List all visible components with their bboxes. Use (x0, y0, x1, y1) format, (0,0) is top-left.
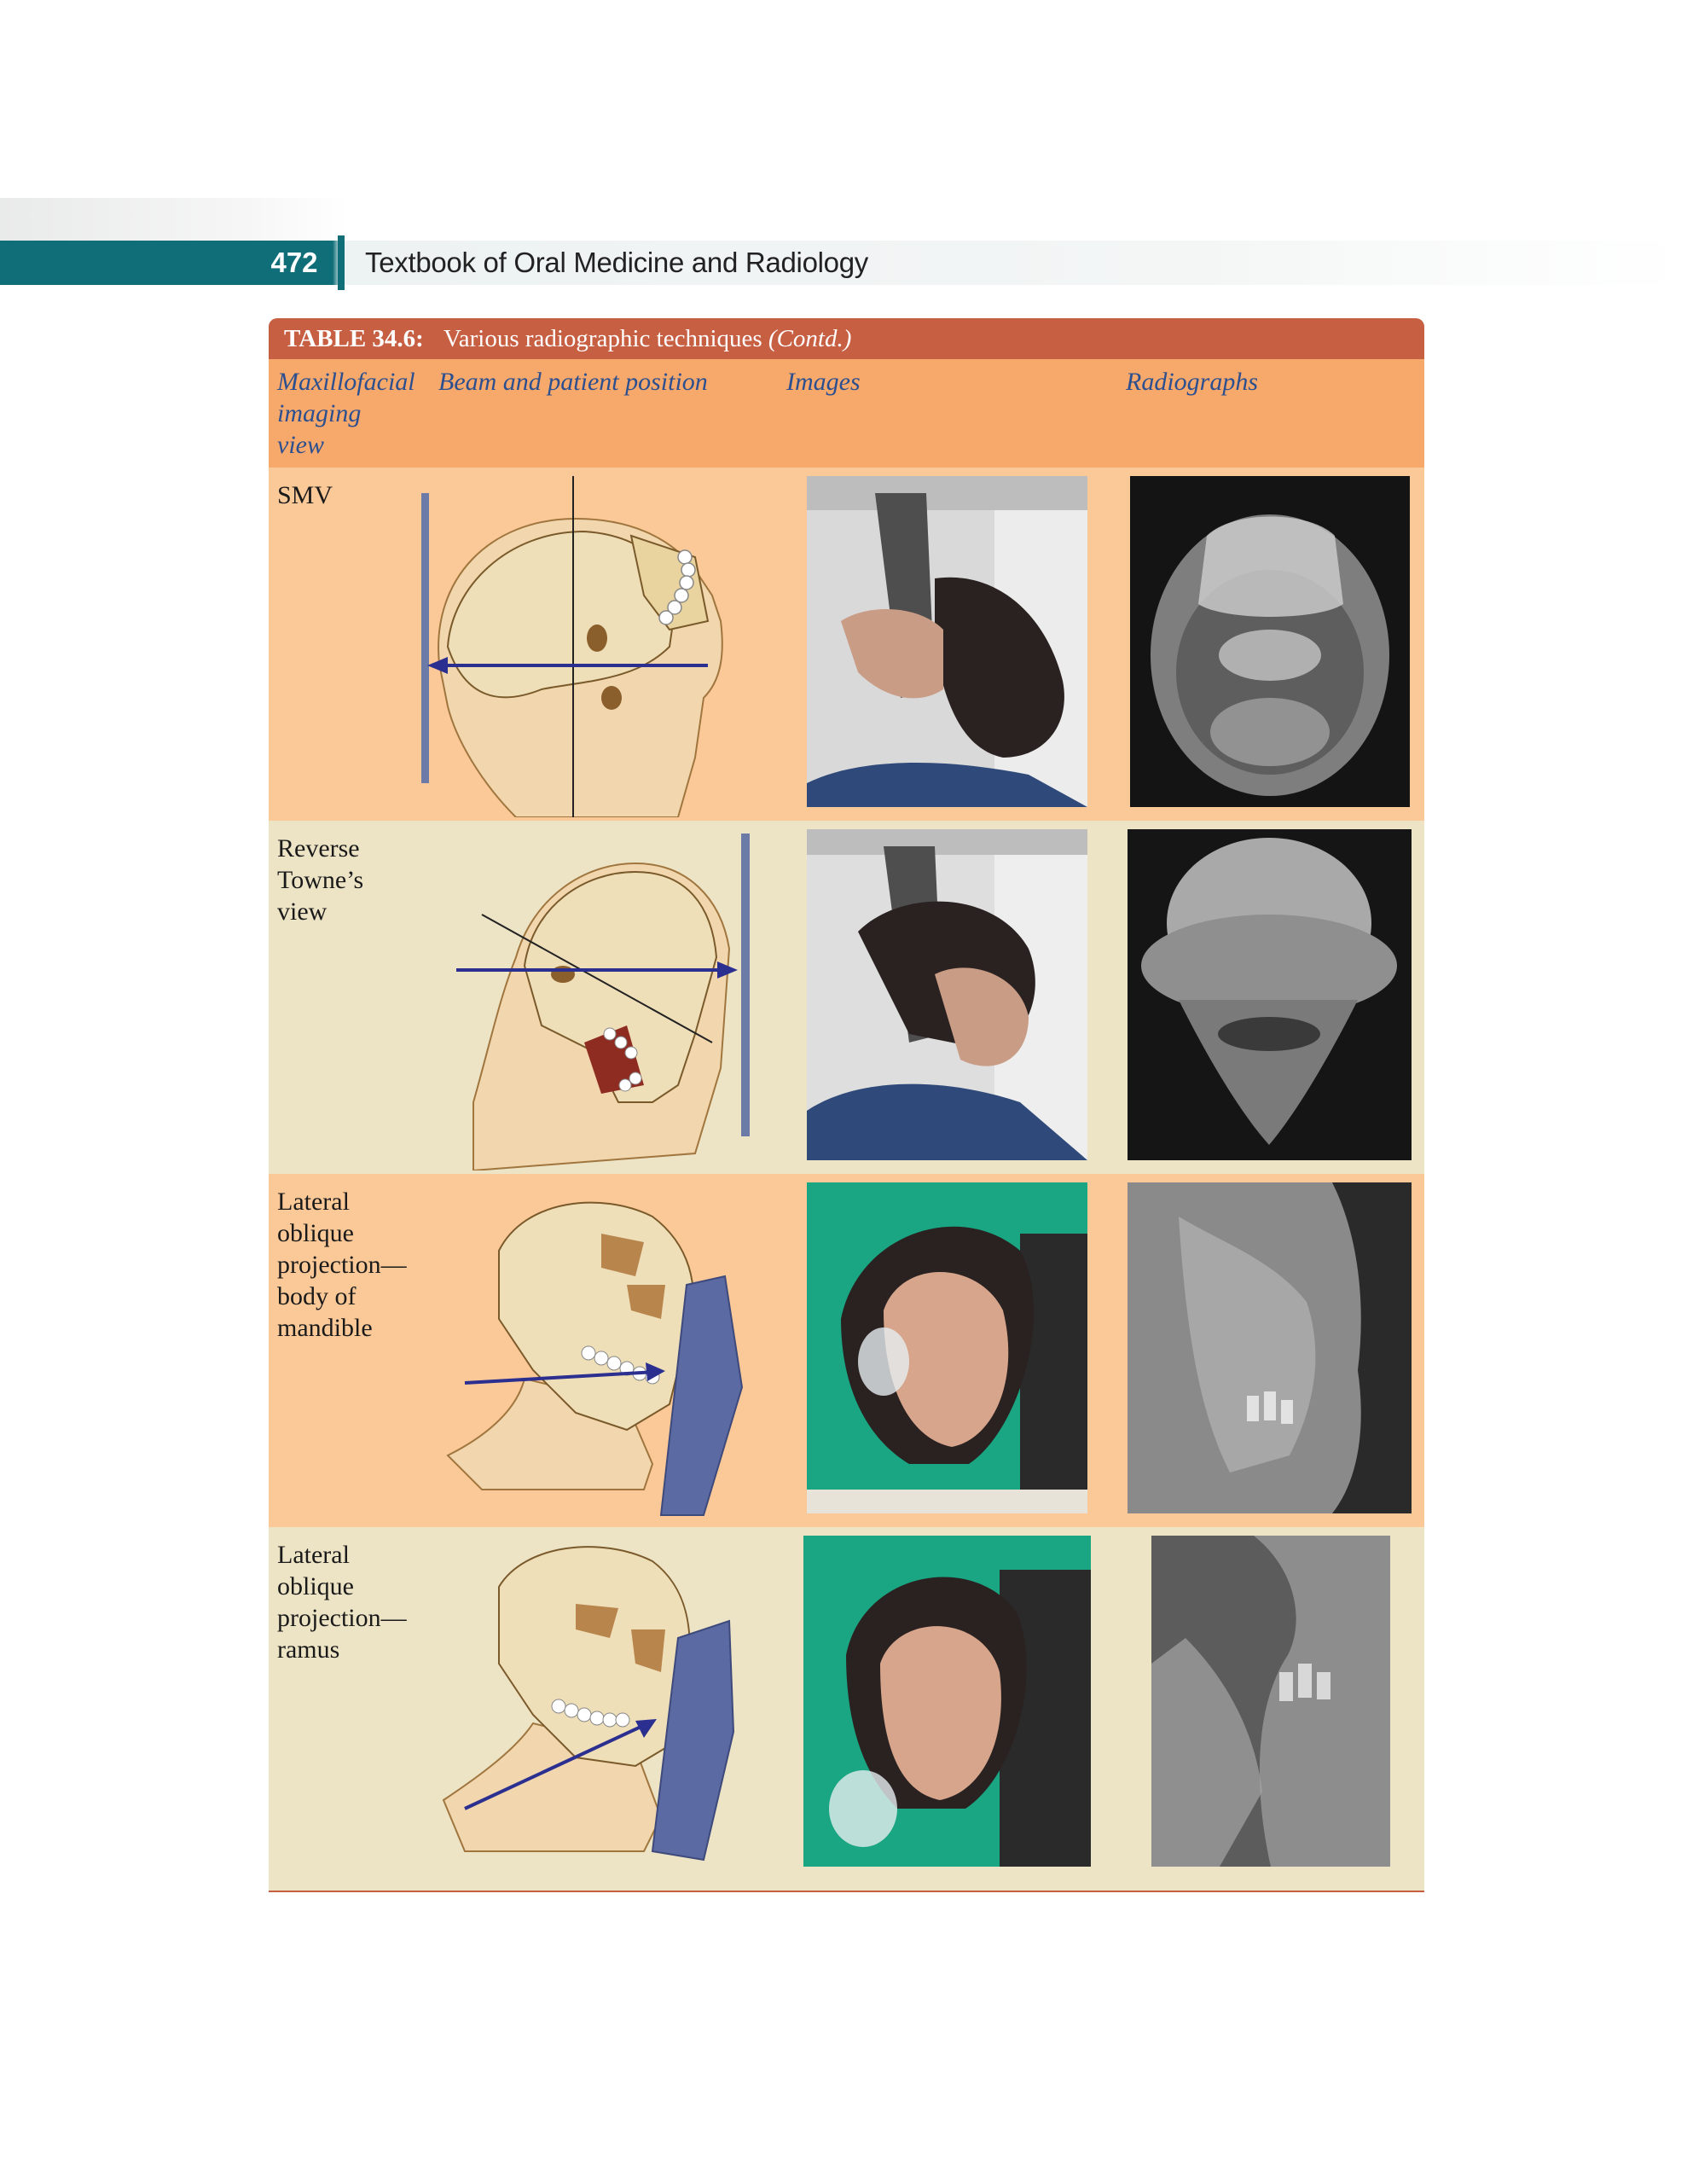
table-row-smv: SMV (269, 468, 1424, 821)
table-row-lateral-oblique-ramus: Lateral oblique projection— ramus (269, 1527, 1424, 1892)
row-label-lateral-oblique-ramus: Lateral oblique projection— ramus (277, 1541, 407, 1664)
table-title: Various radiographic techniques (Contd.) (443, 325, 852, 352)
header-band (0, 241, 1687, 285)
lateral-oblique-body-position-diagram (431, 1182, 789, 1524)
row-label-smv: SMV (277, 481, 333, 509)
reverse-townes-patient-photo (807, 829, 1087, 1160)
table-title-suffix: (Contd.) (768, 325, 852, 352)
col-header-images: Images (786, 368, 861, 396)
table-row-lateral-oblique-body: Lateral oblique projection— body of mand… (269, 1174, 1424, 1527)
reverse-townes-radiograph (1128, 829, 1412, 1160)
lateral-oblique-ramus-position-diagram (431, 1536, 789, 1885)
lateral-oblique-ramus-radiograph (1151, 1536, 1390, 1867)
smv-patient-photo (807, 476, 1087, 807)
col-header-view: Maxillofacial imaging view (277, 368, 415, 459)
lateral-oblique-body-radiograph (1128, 1182, 1412, 1513)
column-header-row (269, 359, 1424, 468)
table-title-bar: TABLE 34.6: Various radiographic techniq… (269, 318, 1424, 359)
lateral-oblique-body-patient-photo (807, 1182, 1087, 1513)
page-number: 472 (270, 247, 318, 278)
radiographic-techniques-table: TABLE 34.6: Various radiographic techniq… (269, 318, 1424, 1892)
col-header-radiographs: Radiographs (1126, 368, 1259, 396)
col-header-position: Beam and patient position (438, 368, 708, 396)
row-label-lateral-oblique-body: Lateral oblique projection— body of mand… (277, 1188, 407, 1342)
smv-radiograph (1130, 476, 1410, 807)
row-label-reverse-townes: Reverse Towne’s view (277, 834, 364, 926)
table-label: TABLE 34.6: (284, 325, 424, 352)
lateral-oblique-ramus-patient-photo (803, 1536, 1091, 1867)
smv-position-diagram (414, 476, 755, 817)
header-fade (0, 198, 350, 241)
header-divider (338, 235, 345, 290)
book-title: Textbook of Oral Medicine and Radiology (365, 247, 868, 278)
table-row-reverse-townes: Reverse Towne’s view (269, 821, 1424, 1174)
table-bottom-rule (269, 1891, 1424, 1892)
reverse-townes-position-diagram (439, 829, 780, 1170)
